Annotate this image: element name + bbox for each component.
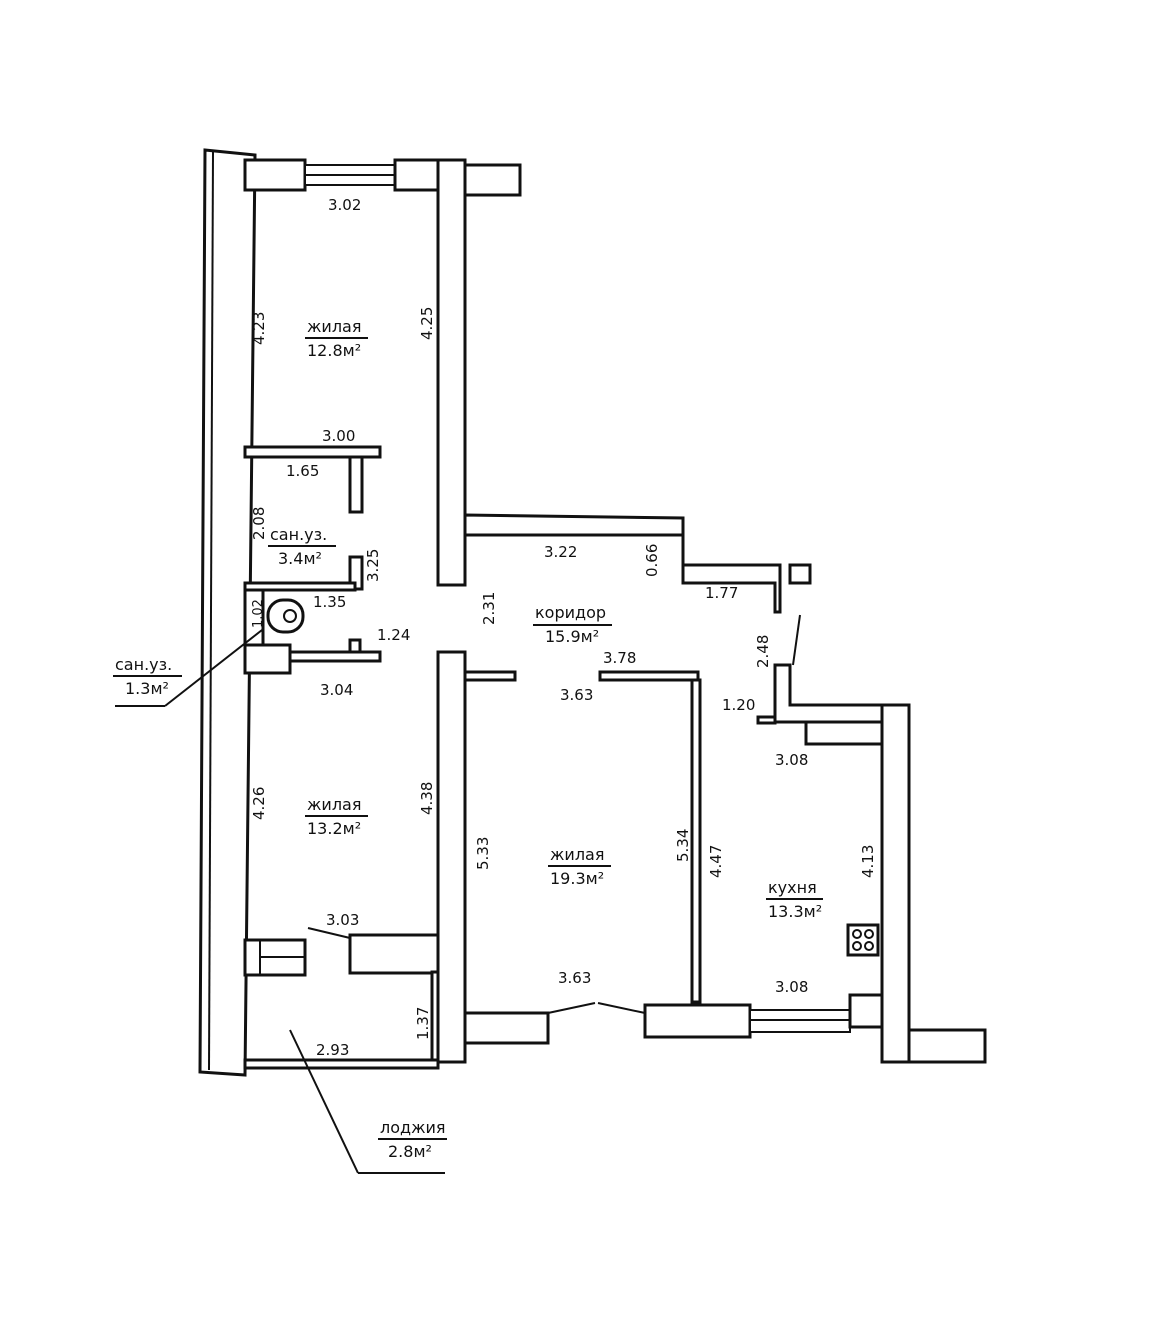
dimension: 3.08 [775, 978, 808, 996]
dimension: 3.02 [328, 196, 361, 214]
dimension: 1.02 [251, 599, 266, 628]
dimension: 3.03 [326, 911, 359, 929]
room-name: коридор [535, 603, 606, 622]
dimension: 1.24 [377, 626, 410, 644]
room-area: 15.9м² [545, 627, 599, 646]
dimension: 1.37 [414, 1007, 432, 1040]
dimension: 1.77 [705, 584, 738, 602]
loggia-rail [243, 1058, 440, 1070]
room-name: жилая [307, 317, 361, 336]
dimension: 1.35 [313, 593, 346, 611]
dimension: 0.66 [643, 544, 661, 577]
dimension: 4.47 [707, 845, 725, 878]
dimension: 4.26 [250, 787, 268, 820]
column-wall [436, 158, 467, 587]
room-name: сан.уз. [115, 655, 172, 674]
room-name: жилая [550, 845, 604, 864]
dimension: 4.13 [859, 845, 877, 878]
room-name: кухня [768, 878, 817, 897]
room-area: 12.8м² [307, 341, 361, 360]
dimension: 3.63 [560, 686, 593, 704]
corridor-wall [463, 513, 782, 614]
room-name: лоджия [380, 1118, 446, 1137]
dimension: 3.08 [775, 751, 808, 769]
room-area: 2.8м² [388, 1142, 432, 1161]
dimension: 2.93 [316, 1041, 349, 1059]
dimension: 2.08 [250, 507, 268, 540]
room-area: 1.3м² [125, 679, 169, 698]
room-area: 19.3м² [550, 869, 604, 888]
dimension: 2.48 [754, 635, 772, 668]
room-labels: жилая 12.8м² сан.уз. 3.4м² сан.уз. 1.3м²… [113, 317, 823, 1161]
dimension: 3.25 [364, 549, 382, 582]
dimension-labels: 3.02 4.23 4.25 3.00 1.65 2.08 3.25 1.35 … [250, 196, 877, 1059]
dimension: 3.04 [320, 681, 353, 699]
top-wall [243, 158, 307, 192]
dimension: 1.20 [722, 696, 755, 714]
dimension: 3.22 [544, 543, 577, 561]
dimension: 3.63 [558, 969, 591, 987]
dimension: 2.31 [480, 592, 498, 625]
dimension: 4.38 [418, 782, 436, 815]
dimension: 3.78 [603, 649, 636, 667]
room-area: 13.3м² [768, 902, 822, 921]
room-area: 3.4м² [278, 549, 322, 568]
outer-left-wall [198, 148, 257, 1077]
dimension: 5.34 [674, 829, 692, 862]
partition [243, 445, 382, 459]
dimension: 5.33 [474, 837, 492, 870]
room-name: жилая [307, 795, 361, 814]
dimension: 4.23 [250, 312, 268, 345]
room-name: сан.уз. [270, 525, 327, 544]
dimension: 1.65 [286, 462, 319, 480]
toilet [266, 598, 305, 634]
stove-icon [846, 923, 880, 957]
dimension: 4.25 [418, 307, 436, 340]
dimension: 3.00 [322, 427, 355, 445]
room-area: 13.2м² [307, 819, 361, 838]
walls [115, 148, 987, 1174]
